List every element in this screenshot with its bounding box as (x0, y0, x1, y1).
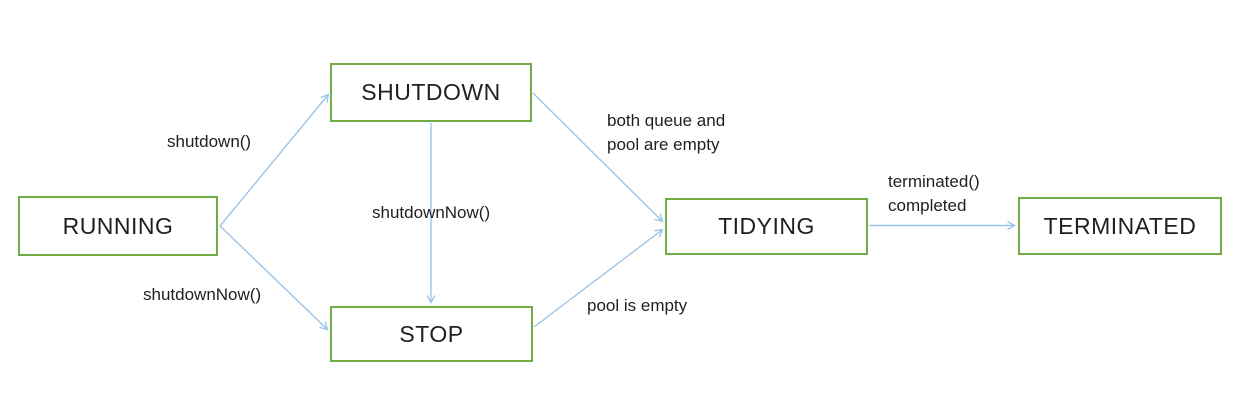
state-label-running: RUNNING (62, 212, 174, 239)
state-box-shutdown: SHUTDOWN (330, 63, 532, 122)
transition-label-terminated-completed: terminated() completed (888, 172, 980, 215)
state-label-tidying: TIDYING (718, 213, 815, 239)
arrow-running-to-shutdown (219, 93, 330, 227)
state-label-terminated: TERMINATED (1043, 212, 1197, 239)
arrow-stop-to-tidying (533, 228, 664, 328)
state-box-terminated: TERMINATED (1018, 197, 1222, 255)
state-label-shutdown: SHUTDOWN (361, 79, 501, 105)
state-label-stop: STOP (399, 320, 464, 347)
transition-label-shutdownnow-lower: shutdownNow() (143, 285, 262, 304)
arrow-shutdown-to-tidying (532, 92, 664, 223)
transition-label-pool-empty: pool is empty (587, 296, 688, 315)
state-box-tidying: TIDYING (665, 198, 868, 255)
transition-label-shutdown: shutdown() (167, 132, 252, 151)
state-box-running: RUNNING (18, 196, 218, 256)
transition-label-queue-pool-empty: both queue and pool are empty (607, 111, 726, 154)
state-box-stop: STOP (330, 306, 533, 362)
transition-label-shutdownnow-mid: shutdownNow() (372, 203, 491, 222)
arrow-running-to-stop (219, 225, 329, 331)
